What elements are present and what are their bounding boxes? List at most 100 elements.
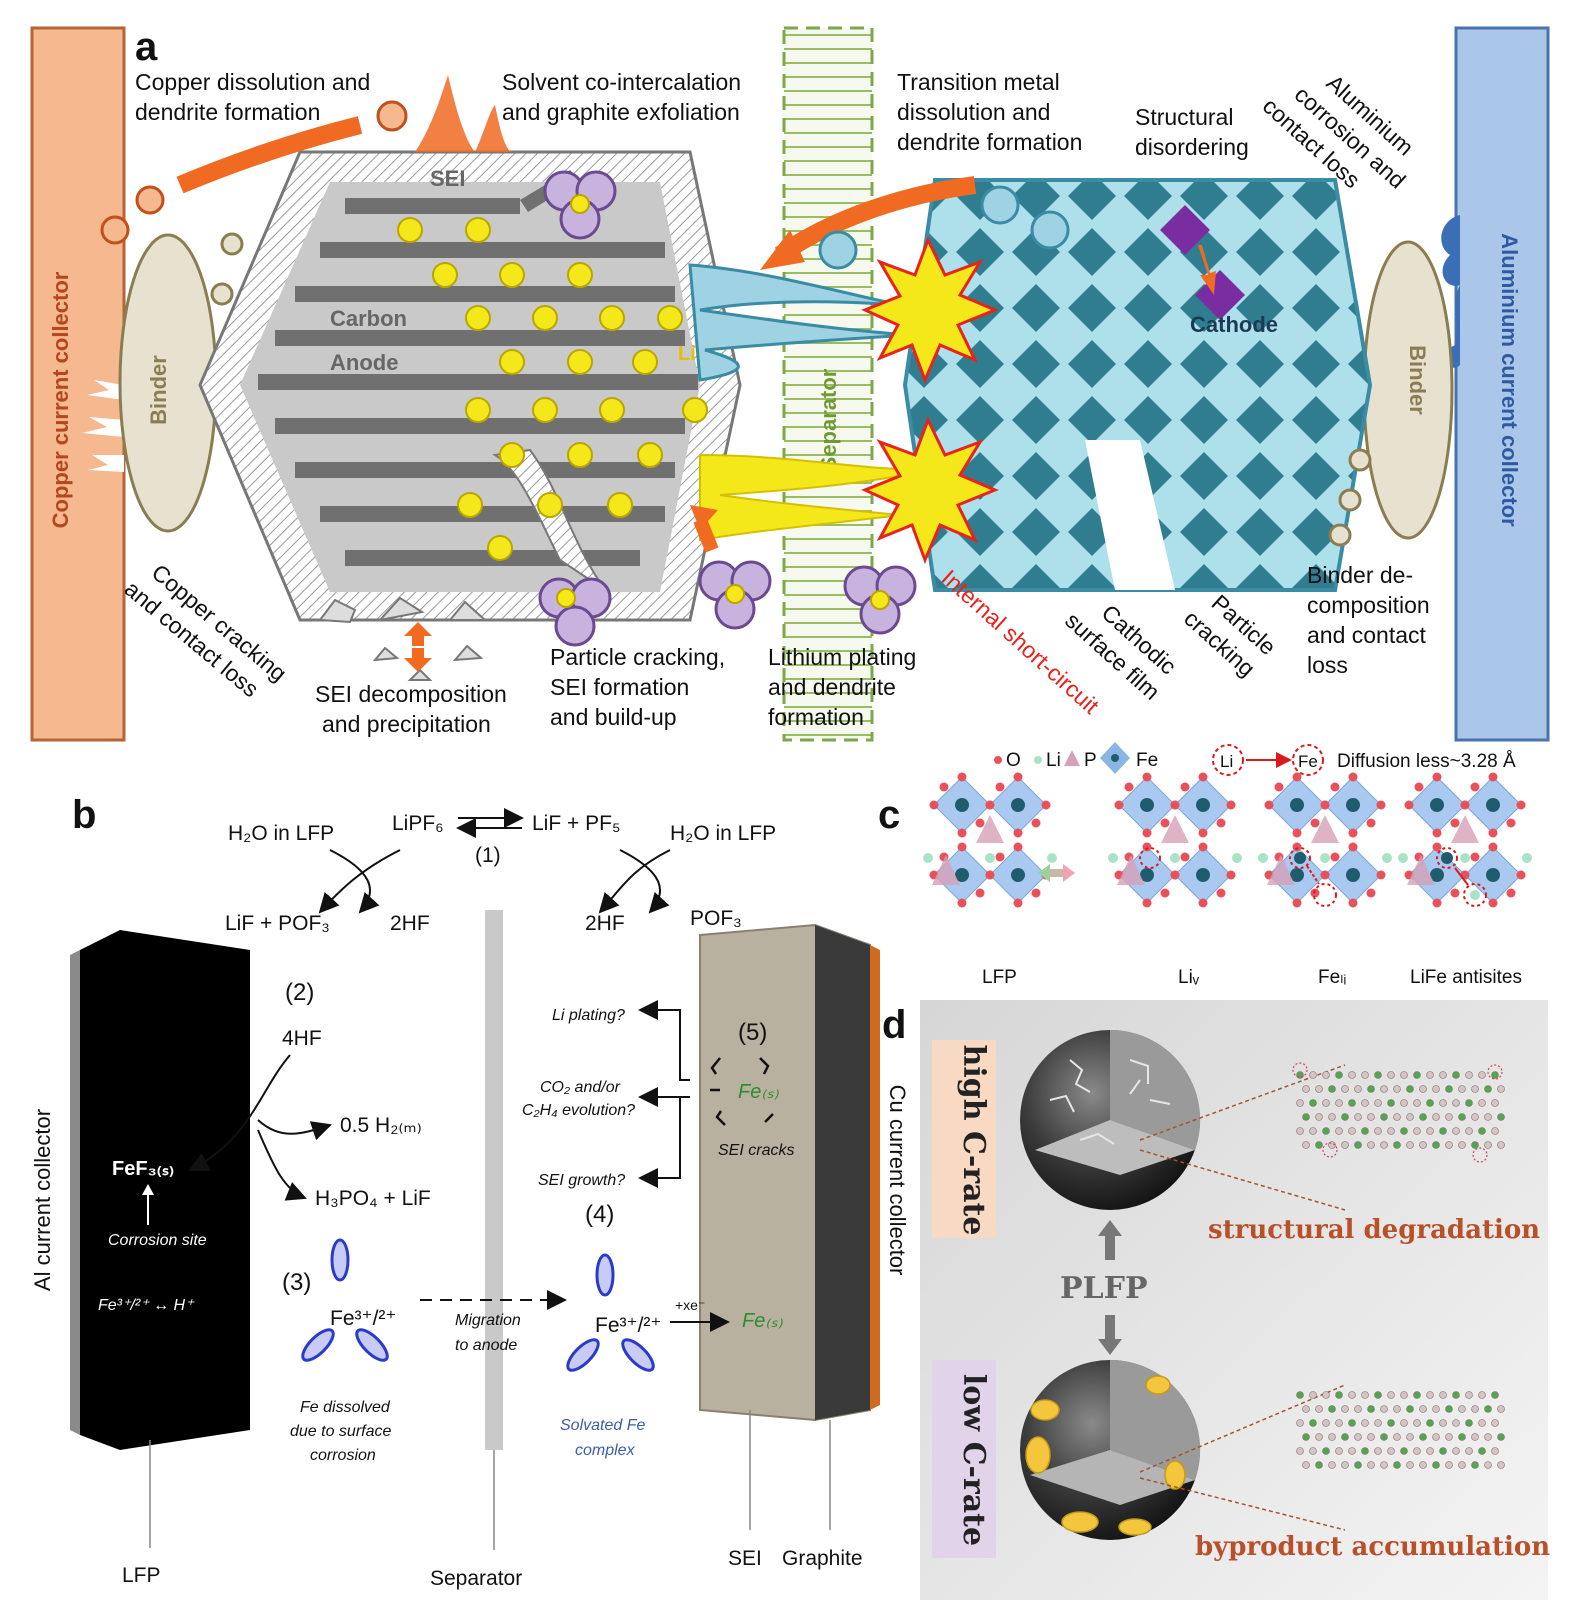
li-particle: [682, 397, 708, 423]
lattice-li-atom: [1413, 1391, 1421, 1399]
lattice-li-atom: [1439, 1127, 1447, 1135]
lattice-li-atom: [1387, 1419, 1395, 1427]
lattice-framework-atom: [1393, 1433, 1401, 1441]
lattice-framework-atom: [1497, 1085, 1505, 1093]
li-particle: [607, 492, 633, 518]
lattice-framework-atom: [1296, 1099, 1304, 1107]
lattice-li-atom: [1445, 1085, 1453, 1093]
graphite-block: [815, 925, 870, 1420]
lattice-li-atom: [1491, 1391, 1499, 1399]
lattice-framework-atom: [1315, 1113, 1323, 1121]
lattice-framework-atom: [1322, 1071, 1330, 1079]
lattice-framework-atom: [1380, 1141, 1388, 1149]
svg-text:and dendrite: and dendrite: [768, 674, 896, 700]
oxygen-atom: [1124, 782, 1134, 792]
b-2hf-left: 2HF: [390, 912, 430, 935]
lattice-low: [1296, 1391, 1505, 1469]
lattice-li-atom: [1478, 1127, 1486, 1135]
lattice-framework-atom: [1309, 1127, 1317, 1135]
lattice-framework-atom: [1497, 1405, 1505, 1413]
svg-text:Binder de-: Binder de-: [1307, 562, 1413, 588]
label-sei-decomp-2: and precipitation: [322, 711, 491, 737]
b-h3po4: H₃PO₄ + LiF: [315, 1187, 431, 1210]
fe-on-li-site: [1436, 847, 1458, 869]
oxygen-atom: [1450, 888, 1460, 898]
fe-on-li-site: [1289, 847, 1311, 869]
iron-atom: [1140, 868, 1154, 882]
b-h2o-right: H₂O in LFP: [670, 822, 776, 845]
cathode-particle: [902, 178, 1373, 592]
b-eq3: (3): [282, 1269, 311, 1296]
lattice-li-atom: [1497, 1433, 1505, 1441]
lattice-li-atom: [1322, 1127, 1330, 1135]
legend-li-text: Li: [1220, 752, 1233, 771]
svg-text:dendrite formation: dendrite formation: [135, 99, 320, 125]
lattice-framework-atom: [1374, 1127, 1382, 1135]
label-solvent-1: Solvent co-intercalation: [502, 69, 741, 95]
short-circuit-burst-2: [861, 416, 999, 565]
li-particle: [457, 492, 483, 518]
byproduct-blobs: [1025, 1375, 1186, 1536]
antisite-exchange: [1454, 867, 1469, 886]
lattice-framework-atom: [1341, 1085, 1349, 1093]
lattice-framework-atom: [1354, 1085, 1362, 1093]
iron-atom: [1196, 868, 1210, 882]
crystal-label-3: LiFe antisites: [1410, 967, 1522, 988]
binder-left-label: Binder: [146, 355, 171, 425]
oxygen-atom: [1516, 800, 1526, 810]
oxygen-atom: [1274, 782, 1284, 792]
plating-arrowhead: [690, 505, 718, 530]
lattice-framework-atom: [1374, 1419, 1382, 1427]
lattice-framework-atom: [1393, 1113, 1401, 1121]
panel-b-arrows: [188, 808, 730, 1332]
oxygen-atom: [1198, 772, 1208, 782]
lattice-li-atom: [1387, 1099, 1395, 1107]
crystal-label-1: Liᵥ: [1178, 967, 1200, 988]
po4-tetrahedron: [1311, 815, 1339, 843]
corrosion-arrowhead: [142, 1184, 154, 1195]
fe-diffusion-path: [1306, 865, 1320, 885]
lattice-li-atom: [1374, 1391, 1382, 1399]
lattice-li-atom: [1380, 1433, 1388, 1441]
tm-migration-arrowhead: [760, 230, 805, 270]
aluminium-corrosion: [1441, 215, 1460, 368]
svg-text:Transition metal: Transition metal: [897, 69, 1060, 95]
svg-text:dissolution and: dissolution and: [897, 99, 1050, 125]
li-particle: [465, 217, 491, 243]
lattice-framework-atom: [1445, 1433, 1453, 1441]
lattice-framework-atom: [1406, 1433, 1414, 1441]
li-particle: [532, 397, 558, 423]
lattice-framework-atom: [1452, 1447, 1460, 1455]
lattice-li-atom: [1419, 1113, 1427, 1121]
al-foil: [70, 950, 80, 1435]
lattice-framework-atom: [1478, 1099, 1486, 1107]
li-particle: [632, 349, 658, 375]
high-sphere-cracks: [1049, 1059, 1171, 1145]
b-h2o-left: H₂O in LFP: [228, 822, 334, 845]
lattice-framework-atom: [1361, 1071, 1369, 1079]
lattice-li-atom: [1465, 1099, 1473, 1107]
label-tm-3: dendrite formation: [897, 129, 1082, 155]
label-particle-sei-3: and build-up: [550, 704, 677, 730]
lattice-framework-atom: [1341, 1141, 1349, 1149]
separator: [782, 26, 874, 742]
lithium-dendrite: [699, 453, 931, 542]
b-fe-s: Fe₍ₛ₎: [742, 1310, 784, 1332]
lithium-atom: [1522, 853, 1532, 863]
lattice-framework-atom: [1426, 1391, 1434, 1399]
iron-atom: [1290, 868, 1304, 882]
aluminium-current-collector: [1454, 26, 1550, 742]
b-lipf6: LiPF₆: [392, 812, 444, 835]
legend-fe-circle: [1292, 744, 1324, 776]
lattice-li-atom: [1341, 1433, 1349, 1441]
lattice-framework-atom: [1419, 1405, 1427, 1413]
lattice-li-atom: [1348, 1099, 1356, 1107]
svg-text:and contact: and contact: [1307, 622, 1427, 648]
lattice-framework-atom: [1348, 1127, 1356, 1135]
label-particle-sei-1: Particle cracking,: [550, 644, 725, 670]
svg-text:and build-up: and build-up: [550, 704, 677, 730]
lattice-li-atom: [1465, 1419, 1473, 1427]
label-high-crate: high C-rate: [956, 1045, 991, 1236]
po4-tetrahedron: [1451, 815, 1479, 843]
crystal-label-0: LFP: [982, 967, 1017, 988]
